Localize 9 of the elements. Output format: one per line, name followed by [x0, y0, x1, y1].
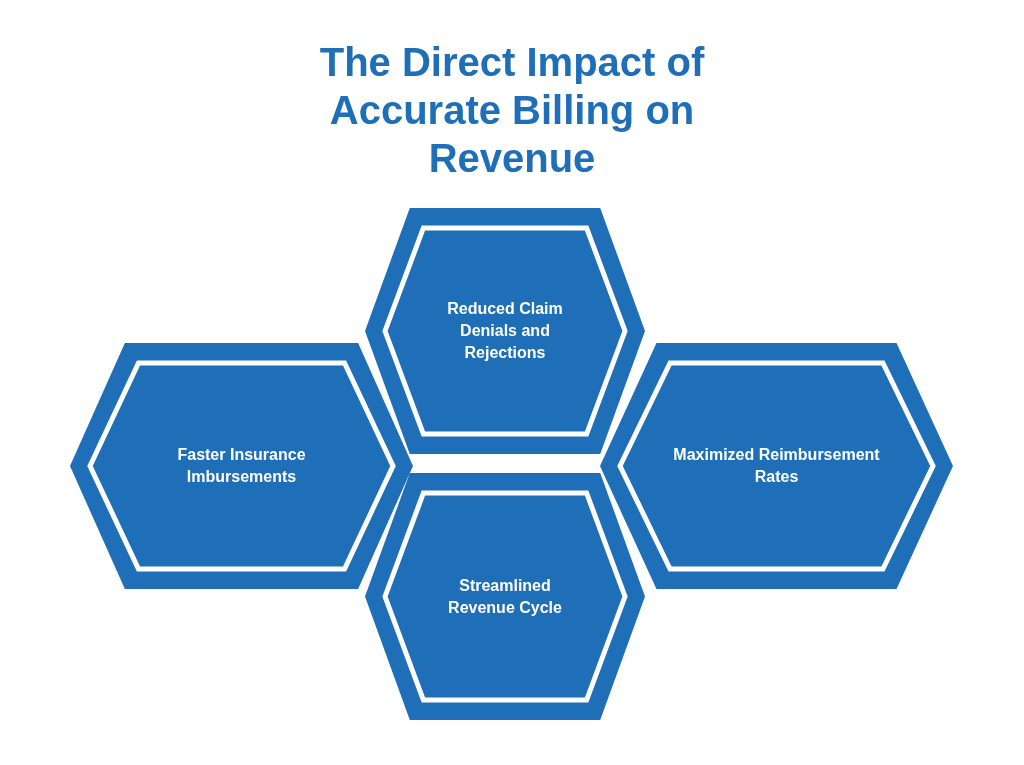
title: The Direct Impact of Accurate Billing on Revenue	[318, 39, 706, 182]
hexagon	[365, 473, 645, 720]
hexagon-label: Streamlined Revenue Cycle	[447, 575, 563, 618]
hexagon	[600, 343, 953, 589]
hexagon-label: Reduced Claim Denials and Rejections	[446, 299, 564, 363]
hexagon-label: Faster Insurance Imbursements	[176, 445, 307, 487]
hexagon	[365, 208, 645, 454]
hexagon	[70, 343, 413, 589]
hexagon-label: Maximized Reimbursement Rates	[672, 445, 881, 487]
